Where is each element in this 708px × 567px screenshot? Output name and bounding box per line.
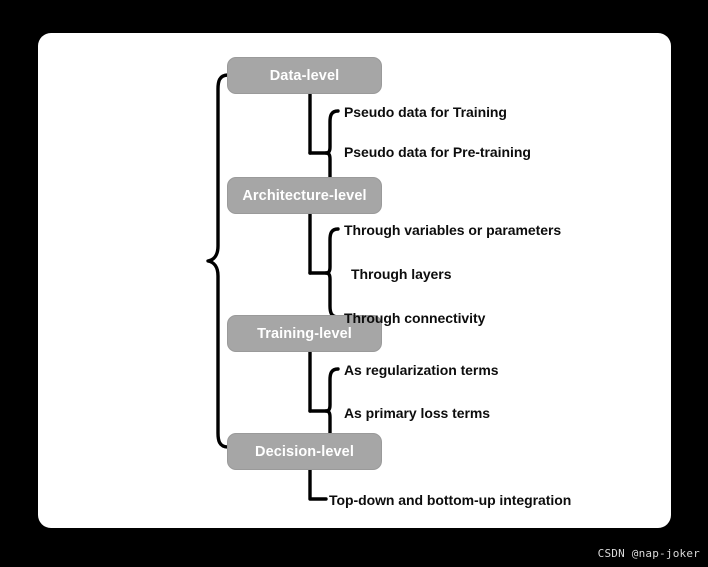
node-architecture-level-label: Architecture-level bbox=[242, 187, 367, 204]
node-architecture-level[interactable]: Architecture-level bbox=[227, 177, 382, 214]
diagram-panel: Data-level Architecture-level Training-l… bbox=[38, 33, 671, 528]
connector-decision-level bbox=[308, 467, 328, 501]
leaf-top-down-bottom-up-integration[interactable]: Top-down and bottom-up integration bbox=[329, 492, 572, 508]
leaf-as-regularization-terms[interactable]: As regularization terms bbox=[344, 362, 499, 378]
main-brace bbox=[206, 73, 230, 449]
leaf-through-layers[interactable]: Through layers bbox=[351, 266, 452, 282]
node-decision-level[interactable]: Decision-level bbox=[227, 433, 382, 470]
leaf-through-connectivity[interactable]: Through connectivity bbox=[344, 310, 486, 326]
node-training-level-label: Training-level bbox=[257, 325, 352, 342]
leaf-pseudo-data-training[interactable]: Pseudo data for Training bbox=[344, 104, 507, 120]
leaf-through-variables-parameters[interactable]: Through variables or parameters bbox=[344, 222, 562, 238]
node-decision-level-label: Decision-level bbox=[255, 443, 354, 460]
node-training-level[interactable]: Training-level bbox=[227, 315, 382, 352]
node-data-level-label: Data-level bbox=[269, 67, 340, 84]
connector-architecture-level bbox=[308, 211, 340, 319]
leaf-as-primary-loss-terms[interactable]: As primary loss terms bbox=[344, 405, 491, 421]
leaf-pseudo-data-pretraining[interactable]: Pseudo data for Pre-training bbox=[344, 144, 531, 160]
watermark-label: CSDN @nap-joker bbox=[597, 547, 700, 560]
node-data-level[interactable]: Data-level bbox=[227, 57, 382, 94]
